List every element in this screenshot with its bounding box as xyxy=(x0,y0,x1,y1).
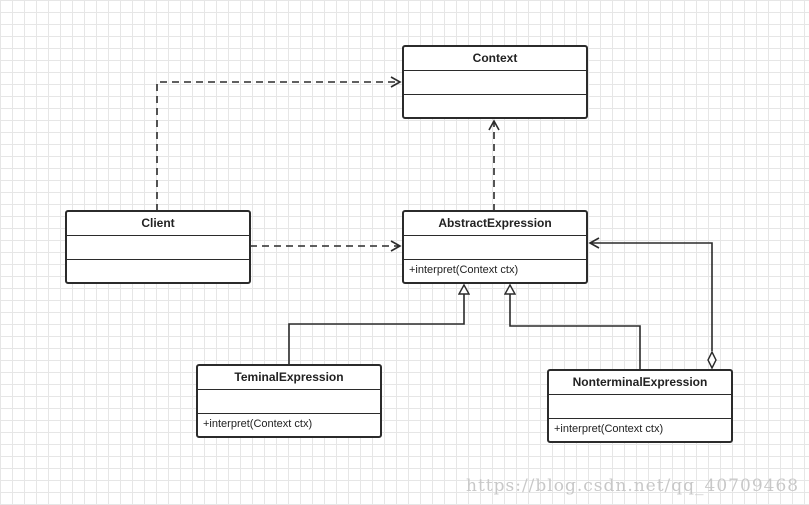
watermark-url: https://blog.csdn.net/qq_40709468 xyxy=(466,476,800,496)
nonterminal-expression-class[interactable]: NonterminalExpression +interpret(Context… xyxy=(547,369,733,443)
context-class[interactable]: Context xyxy=(402,45,588,119)
aggregation-diamond xyxy=(707,350,717,370)
client-attributes xyxy=(67,236,249,260)
terminal-expression-class-name: TeminalExpression xyxy=(198,366,380,390)
client-to-context-dependency xyxy=(156,76,402,211)
context-class-name: Context xyxy=(404,47,586,71)
abstract-expression-operation: +interpret(Context ctx) xyxy=(409,264,519,276)
nonterminal-expression-attributes xyxy=(549,395,731,419)
terminal-expression-class[interactable]: TeminalExpression +interpret(Context ctx… xyxy=(196,364,382,438)
nonterminal-expression-class-name: NonterminalExpression xyxy=(549,371,731,395)
context-attributes xyxy=(404,71,586,95)
terminal-generalization xyxy=(288,285,464,364)
abstract-expression-class-name: AbstractExpression xyxy=(404,212,586,236)
nonterminal-generalization xyxy=(510,285,641,369)
client-class-name: Client xyxy=(67,212,249,236)
client-class[interactable]: Client xyxy=(65,210,251,284)
terminal-expression-attributes xyxy=(198,390,380,414)
abstract-expression-class[interactable]: AbstractExpression +interpret(Context ct… xyxy=(402,210,588,284)
terminal-expression-operation: +interpret(Context ctx) xyxy=(203,418,313,430)
nonterminal-aggregation xyxy=(588,237,713,351)
nonterminal-expression-operation: +interpret(Context ctx) xyxy=(554,423,664,435)
abstract-expression-attributes xyxy=(404,236,586,260)
